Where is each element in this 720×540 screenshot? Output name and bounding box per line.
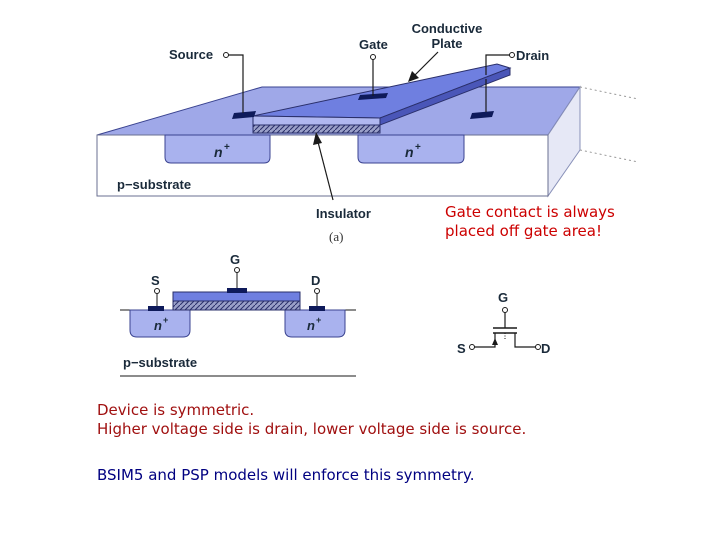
n-plus-region-right-b (284, 309, 346, 338)
gate-label: Gate (359, 37, 388, 52)
plus-sup-left: + (224, 142, 230, 153)
substrate-label-a: p−substrate (117, 177, 191, 192)
bsim-psp-text: BSIM5 and PSP models will enforce this s… (97, 466, 475, 484)
drain-terminal-icon (509, 52, 515, 58)
drain-contact-b (309, 306, 325, 311)
symbol-s-label: S (457, 341, 466, 356)
insulator-arrow-line (317, 141, 334, 201)
n-plus-region-left (164, 134, 271, 164)
g-label-b: G (230, 252, 240, 267)
insulator-label: Insulator (316, 206, 371, 221)
conductive-label: Conductive (412, 21, 483, 36)
n-plus-label-left-b: n (154, 318, 162, 333)
symmetry-text: Device is symmetric. Higher voltage side… (97, 401, 526, 439)
gate-terminal-icon (370, 54, 376, 60)
mosfet-symbol: G S D (457, 290, 550, 356)
conductive-plate-front (252, 115, 381, 126)
n-plus-label-right-b: n (307, 318, 315, 333)
drain-label: Drain (516, 48, 549, 63)
symbol-d-label: D (541, 341, 550, 356)
source-terminal-b-icon (154, 288, 160, 294)
note-line-1: Gate contact is always (445, 203, 615, 221)
source-lead (226, 54, 244, 113)
figure-a-3d-mosfet: Source Gate Conductive Plate Drain n + n… (96, 21, 639, 244)
n-plus-region-left-b (129, 309, 191, 338)
drain-terminal-b-icon (314, 288, 320, 294)
depth-line (579, 86, 639, 100)
plate-arrowhead-icon (408, 71, 419, 82)
insulator-layer-b (172, 300, 301, 311)
symbol-g-label: G (498, 290, 508, 305)
gate-terminal-b-icon (234, 267, 240, 273)
n-plus-region-right (357, 134, 465, 164)
depth-line (579, 149, 639, 163)
d-label-b: D (311, 273, 320, 288)
source-contact-pad (232, 111, 256, 119)
drain-contact-pad (470, 111, 494, 119)
symbol-drain-terminal-icon (535, 344, 541, 350)
symbol-gate-terminal-icon (502, 307, 508, 313)
figure-caption-a: (a) (329, 229, 343, 244)
gate-contact-b (227, 288, 247, 293)
plate-arrow-line (413, 51, 439, 77)
drain-lead (485, 54, 510, 75)
source-contact-b (148, 306, 164, 311)
figure-b-cross-section: S G D n + n + p−substrate (120, 252, 356, 377)
gate-contact-pad (358, 93, 388, 100)
symbol-arrow-icon (492, 338, 498, 345)
n-plus-label-left: n (214, 144, 223, 160)
plus-sup-right: + (415, 142, 421, 153)
note-line-2: placed off gate area! (445, 222, 602, 240)
gate-contact-note: Gate contact is always placed off gate a… (445, 203, 615, 241)
plus-sup-left-b: + (163, 315, 168, 325)
symmetry-line-2: Higher voltage side is drain, lower volt… (97, 420, 527, 438)
substrate-label-b: p−substrate (123, 355, 197, 370)
symbol-source-terminal-icon (469, 344, 475, 350)
symbol-source-lead (474, 333, 496, 348)
insulator-arrowhead-icon (313, 132, 322, 145)
source-label: Source (169, 47, 213, 62)
source-terminal-icon (223, 52, 229, 58)
plate-label: Plate (431, 36, 462, 51)
symbol-drain-lead (514, 333, 536, 348)
insulator-layer (252, 124, 381, 134)
s-label-b: S (151, 273, 160, 288)
symmetry-line-1: Device is symmetric. (97, 401, 255, 419)
n-plus-label-right: n (405, 144, 414, 160)
conductive-plate-side (379, 67, 511, 126)
gate-plate-b (172, 291, 301, 302)
plus-sup-right-b: + (316, 315, 321, 325)
